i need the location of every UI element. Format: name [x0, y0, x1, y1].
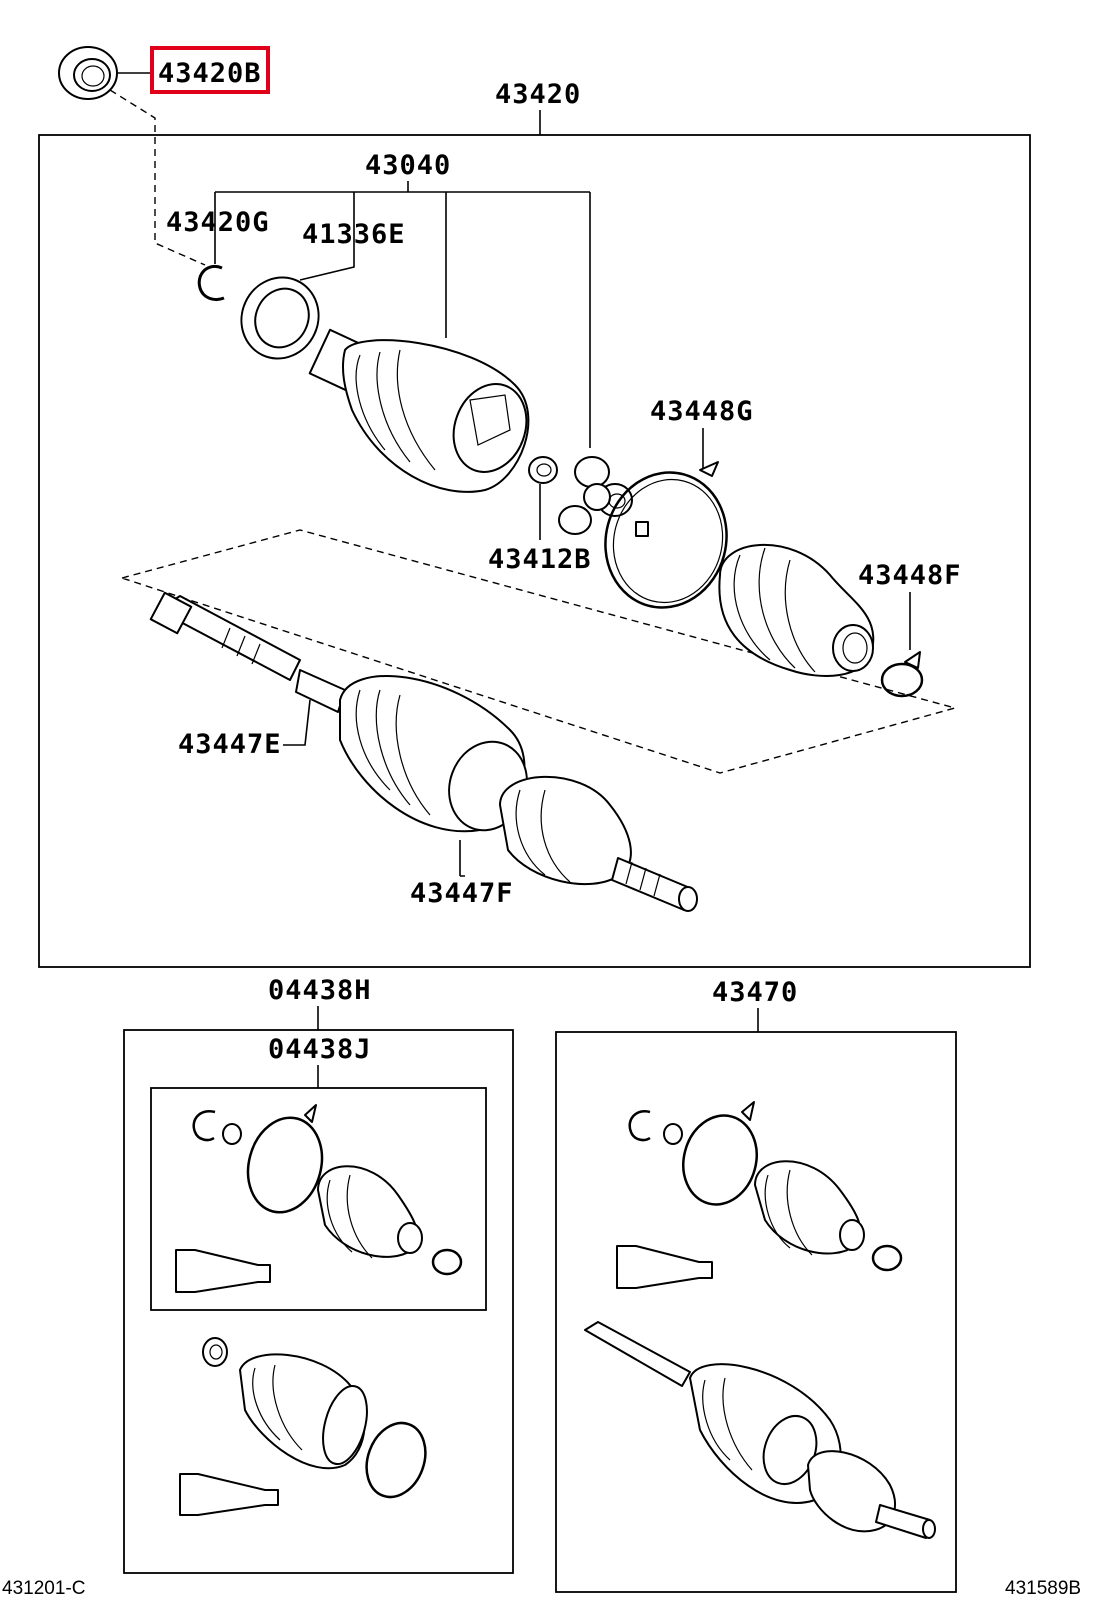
frame-43470	[555, 1031, 957, 1593]
spacer-ring-part-icon	[528, 456, 558, 484]
label-43420[interactable]: 43420	[495, 79, 581, 110]
drive-shaft-part-icon	[149, 591, 698, 912]
kit-43470-parts-icon	[584, 1101, 936, 1539]
footer-left-code: 431201-C	[2, 1578, 85, 1599]
inboard-joint-part-icon	[308, 328, 530, 493]
label-43470[interactable]: 43470	[712, 977, 798, 1008]
shaft-subassembly-outline	[119, 529, 958, 774]
label-41336E[interactable]: 41336E	[302, 219, 406, 250]
label-04438H[interactable]: 04438H	[268, 975, 372, 1006]
label-04438J[interactable]: 04438J	[268, 1034, 372, 1065]
label-43412B[interactable]: 43412B	[488, 544, 592, 575]
highlight-box-43420B	[150, 46, 270, 94]
label-43448F[interactable]: 43448F	[858, 560, 962, 591]
boot-band-large-part-icon	[604, 461, 728, 609]
outboard-boot-part-icon	[718, 543, 875, 677]
label-43448G[interactable]: 43448G	[650, 396, 754, 427]
kit-04438J-parts-icon	[175, 1104, 463, 1293]
label-43040[interactable]: 43040	[365, 150, 451, 181]
label-43420B[interactable]: 43420B	[158, 58, 262, 89]
label-43447F[interactable]: 43447F	[410, 878, 514, 909]
boot-band-small-part-icon	[880, 651, 924, 698]
footer-right-code: 431589B	[1005, 1578, 1081, 1599]
label-43420G[interactable]: 43420G	[166, 207, 270, 238]
snap-ring-part-icon	[197, 265, 225, 302]
label-43447E[interactable]: 43447E	[178, 729, 282, 760]
dust-seal-part-icon	[58, 46, 118, 100]
seal-ring-part-icon	[240, 276, 320, 360]
frame-43420	[38, 134, 1031, 968]
kit-04438H-parts-icon	[179, 1337, 427, 1516]
tripod-part-icon	[558, 456, 633, 535]
